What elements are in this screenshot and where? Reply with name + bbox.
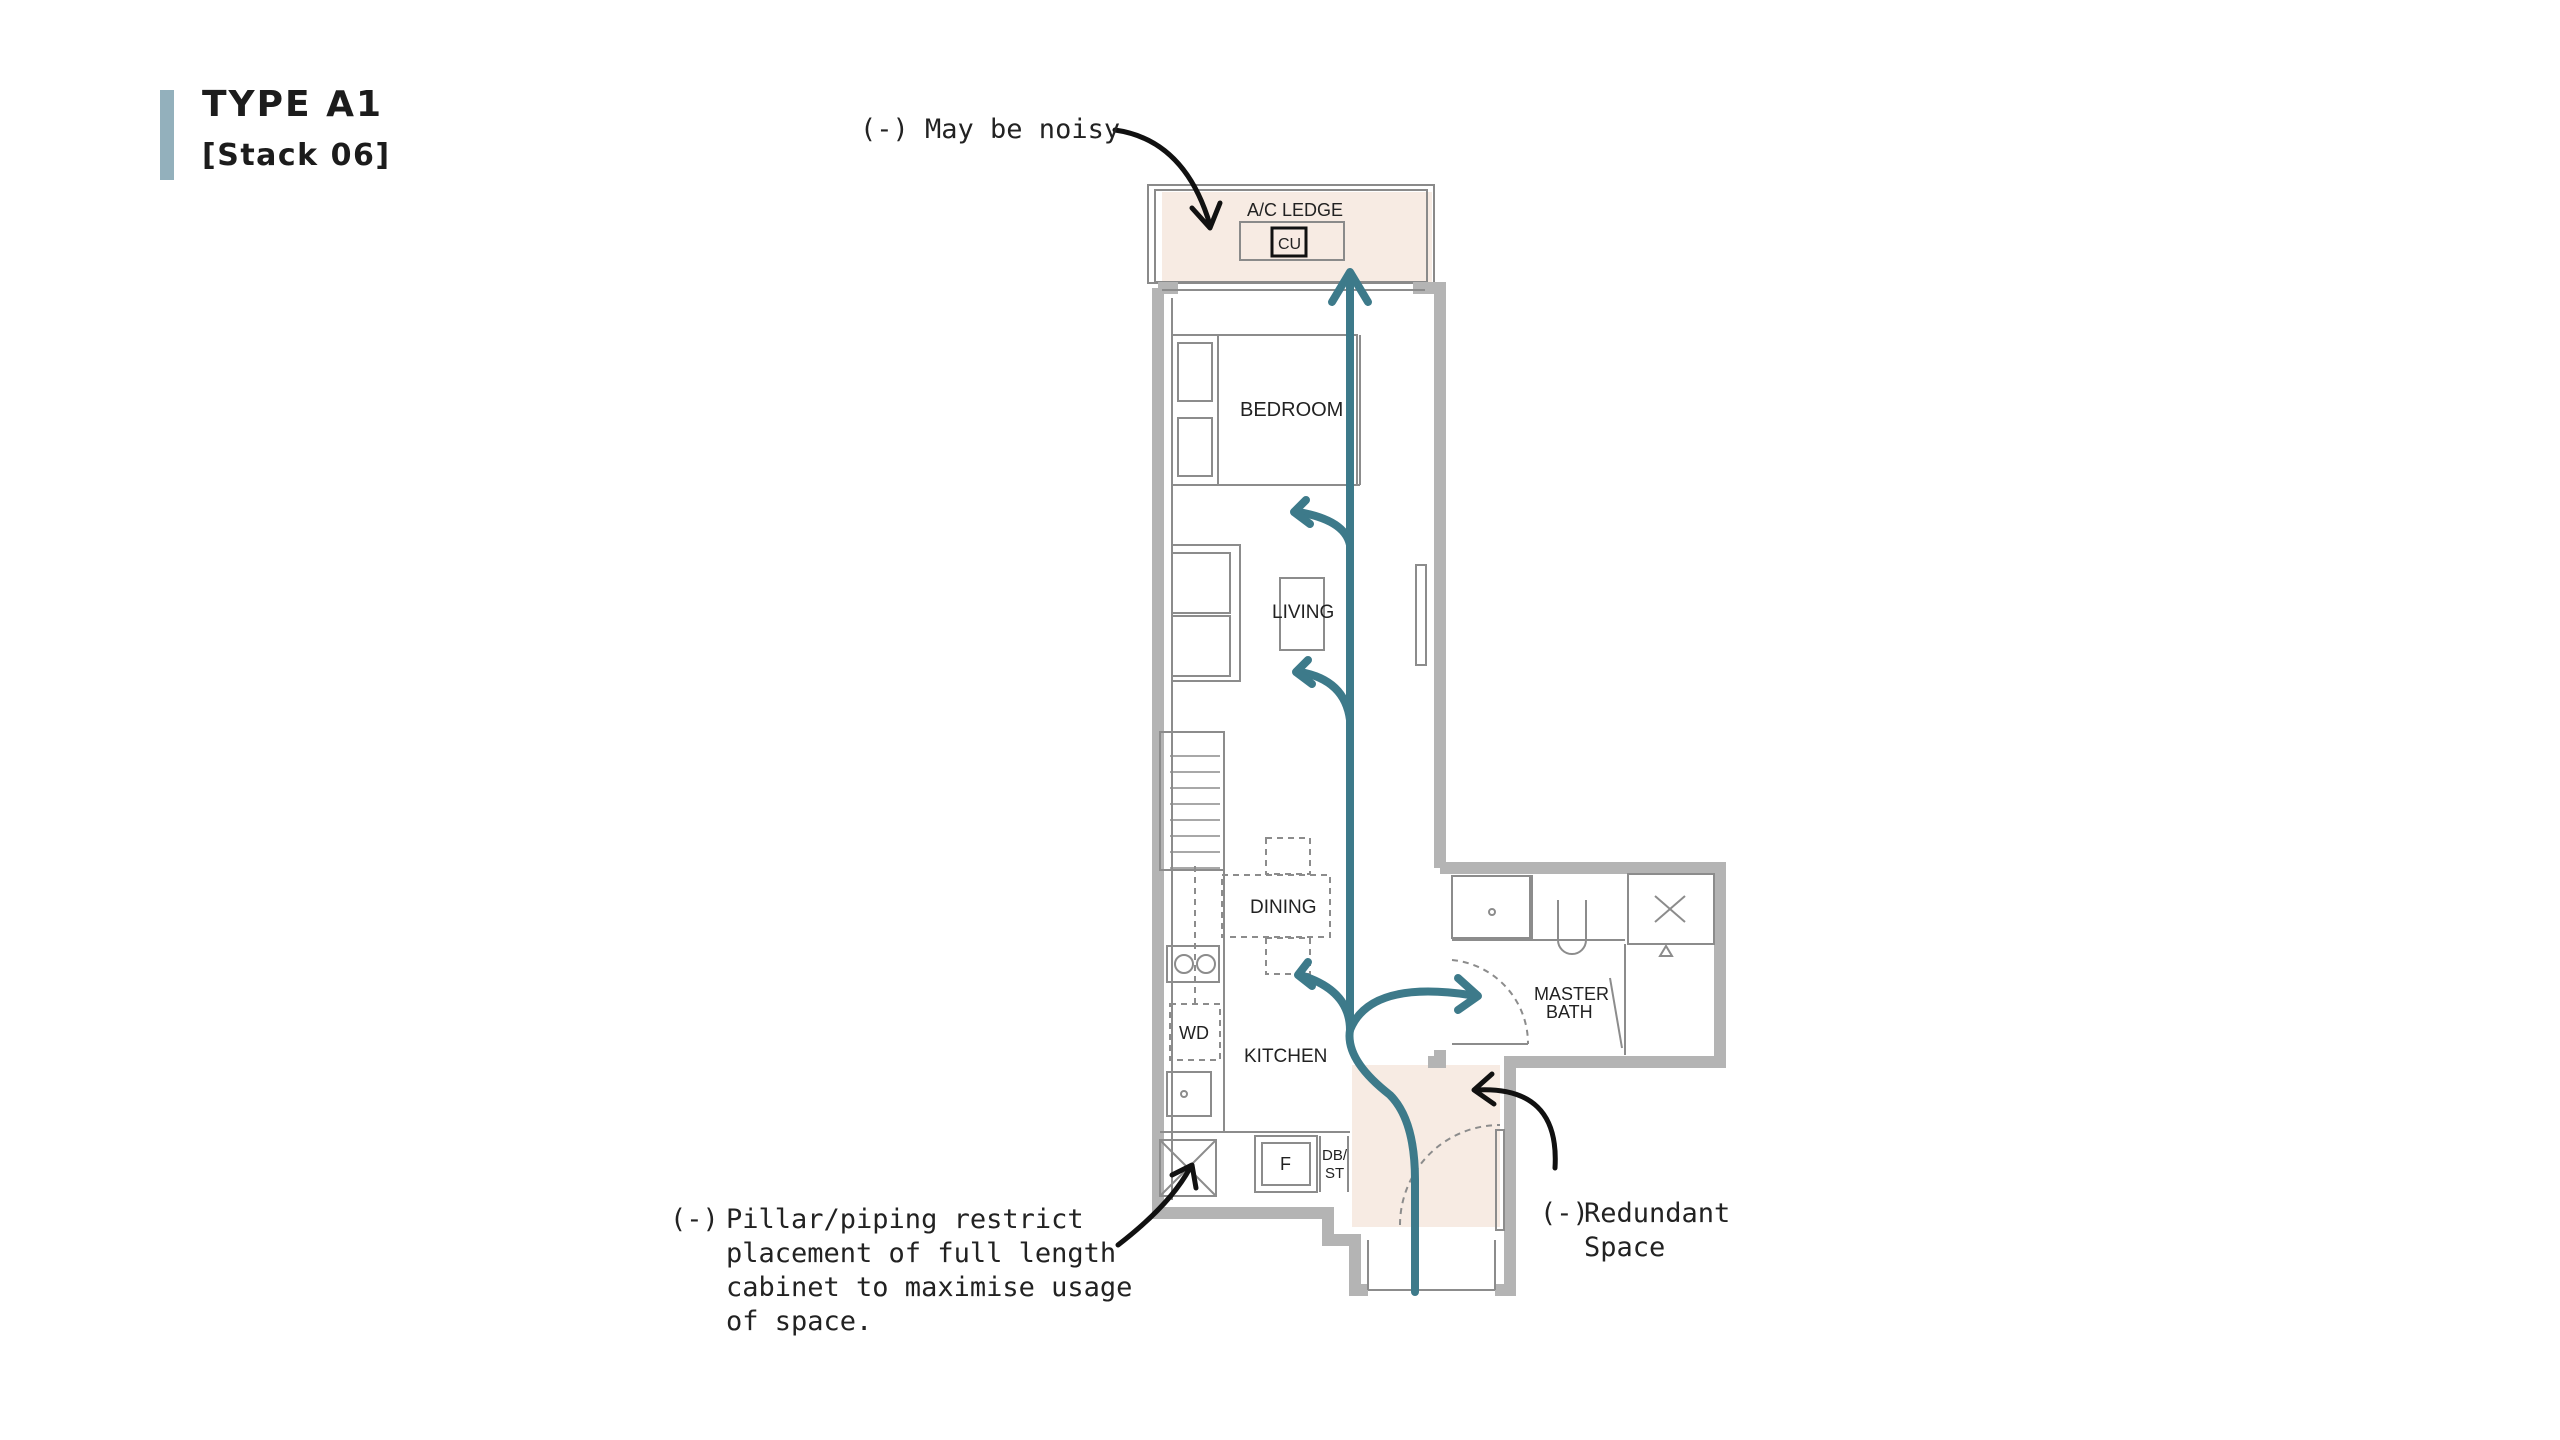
noise-note: (-) May be noisy <box>860 114 1120 145</box>
cu-label: CU <box>1278 236 1301 253</box>
pillar-note-line-1: Pillar/piping restrict <box>726 1204 1084 1235</box>
pillar-note-line-2: placement of full length <box>726 1238 1116 1269</box>
unit-type-title: TYPE A1 <box>202 84 384 125</box>
bedroom-label: BEDROOM <box>1240 399 1343 421</box>
title-accent-bar <box>160 90 174 180</box>
ac-ledge <box>1147 184 1435 284</box>
redundant-note-line-1: Redundant <box>1584 1198 1730 1229</box>
ac-ledge-label: A/C LEDGE <box>1247 200 1343 220</box>
dining-label: DINING <box>1250 897 1317 918</box>
master-bath-label-line1: MASTER <box>1534 984 1609 1004</box>
wd-label: WD <box>1179 1023 1209 1043</box>
pillar-note-prefix: (-) <box>670 1204 719 1235</box>
stack-subtitle: [Stack 06] <box>202 138 391 173</box>
db-label-line1: DB/ <box>1322 1147 1348 1164</box>
fridge-label: F <box>1280 1154 1291 1174</box>
ac-ledge-highlight <box>1162 192 1432 282</box>
master-bath-label-line2: BATH <box>1546 1002 1593 1022</box>
pillar-note-line-3: cabinet to maximise usage <box>726 1272 1132 1303</box>
redundant-note-line-2: Space <box>1584 1232 1665 1263</box>
dining-set <box>1169 837 1331 1061</box>
db-label-line2: ST <box>1325 1165 1344 1182</box>
callout-arrows <box>1112 127 1558 1248</box>
circulation-flow-arrows <box>1290 268 1482 1296</box>
pillar-note-line-4: of space. <box>726 1306 872 1337</box>
living-label: LIVING <box>1272 602 1334 623</box>
kitchen-label: KITCHEN <box>1244 1046 1327 1067</box>
redundant-note-prefix: (-) <box>1540 1198 1589 1229</box>
interior-lines <box>1159 289 1715 1291</box>
